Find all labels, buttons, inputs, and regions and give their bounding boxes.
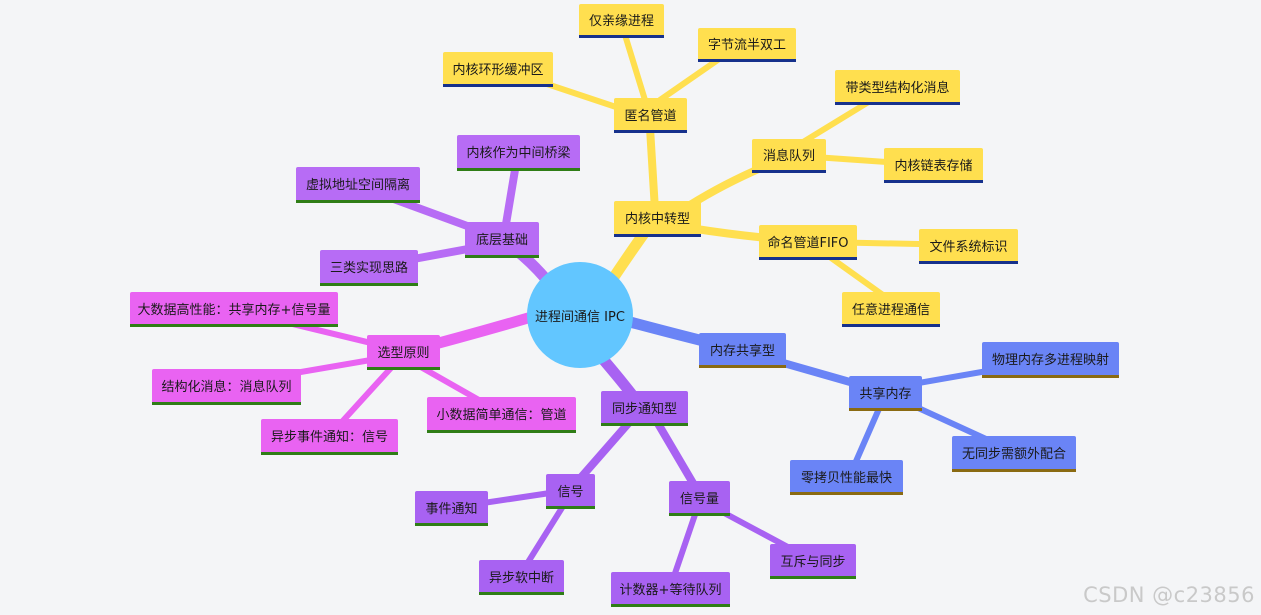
node-signal-c2[interactable]: 异步软中断 [479, 560, 564, 595]
node-signal[interactable]: 信号 [546, 474, 595, 509]
node-mq-c2[interactable]: 内核链表存储 [884, 148, 983, 183]
node-anon-c1[interactable]: 仅亲缘进程 [579, 4, 664, 38]
node-shm-c1[interactable]: 物理内存多进程映射 [982, 342, 1119, 378]
node-mq-c1[interactable]: 带类型结构化消息 [835, 70, 960, 105]
node-principle-c4[interactable]: 小数据简单通信：管道 [427, 397, 576, 433]
node-anon-c2[interactable]: 字节流半双工 [698, 28, 796, 62]
node-principle-c2[interactable]: 结构化消息：消息队列 [152, 369, 301, 405]
edge-kernel-anonpipe [646, 124, 659, 214]
node-principle-c3[interactable]: 异步事件通知：信号 [261, 419, 398, 455]
node-shm-c3[interactable]: 零拷贝性能最快 [790, 460, 903, 495]
node-basis-c2[interactable]: 虚拟地址空间隔离 [296, 167, 420, 203]
node-signal-c1[interactable]: 事件通知 [415, 491, 488, 526]
node-shm[interactable]: 共享内存 [849, 376, 922, 411]
node-kernel[interactable]: 内核中转型 [614, 201, 701, 237]
node-fifo[interactable]: 命名管道FIFO [759, 225, 857, 260]
node-basis-c1[interactable]: 内核作为中间桥梁 [457, 135, 580, 171]
node-msg-queue[interactable]: 消息队列 [752, 139, 826, 173]
node-sem-c1[interactable]: 计数器+等待队列 [611, 572, 730, 607]
node-fifo-c2[interactable]: 任意进程通信 [842, 292, 940, 327]
node-sem-c2[interactable]: 互斥与同步 [770, 544, 856, 579]
node-principle-c1[interactable]: 大数据高性能：共享内存+信号量 [130, 292, 338, 327]
node-shm-c2[interactable]: 无同步需额外配合 [952, 436, 1076, 472]
node-basis[interactable]: 底层基础 [465, 222, 539, 258]
watermark: CSDN @c23856 [1083, 583, 1255, 607]
node-sync[interactable]: 同步通知型 [601, 391, 688, 426]
edge-anon-c1 [622, 32, 648, 103]
node-anon-c3[interactable]: 内核环形缓冲区 [443, 52, 553, 87]
node-principle[interactable]: 选型原则 [367, 335, 440, 370]
node-anon-pipe[interactable]: 匿名管道 [614, 98, 687, 133]
node-fifo-c1[interactable]: 文件系统标识 [919, 229, 1018, 264]
root-node[interactable]: 进程间通信 IPC [527, 262, 633, 368]
node-shared[interactable]: 内存共享型 [699, 333, 786, 368]
node-semaphore[interactable]: 信号量 [669, 481, 730, 516]
node-basis-c3[interactable]: 三类实现思路 [320, 250, 418, 286]
